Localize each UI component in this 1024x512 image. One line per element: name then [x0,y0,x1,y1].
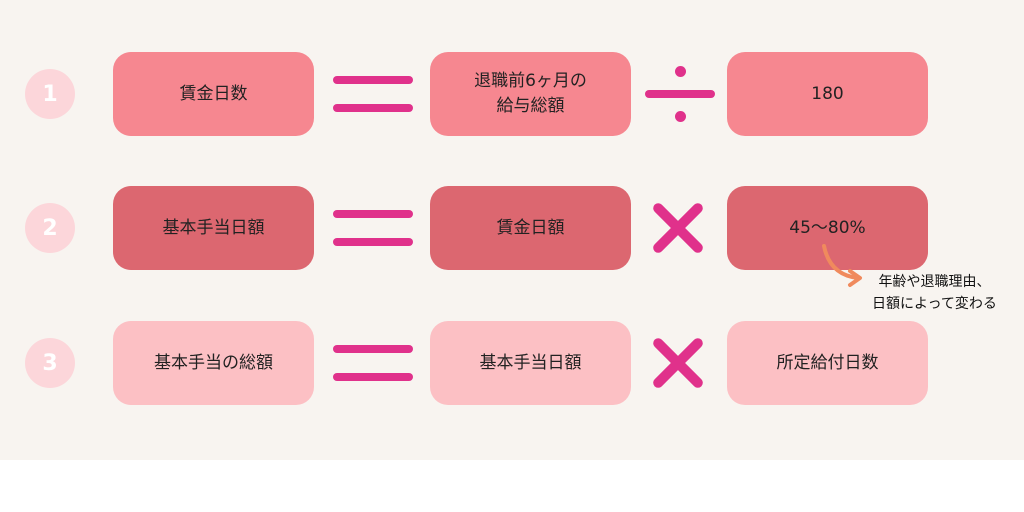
step-number-3: 3 [25,338,75,388]
equals-icon [333,76,413,112]
equals-icon [333,345,413,381]
divide-icon [645,58,715,128]
row2-left-box: 基本手当日額 [113,186,314,270]
row1-left-box: 賃金日数 [113,52,314,136]
multiply-icon [651,336,705,390]
step-number-2: 2 [25,203,75,253]
row2-rate-note: 年齢や退職理由、 日額によって変わる [872,274,997,312]
row2-middle-box: 賃金日額 [430,186,631,270]
curved-arrow-icon [822,244,862,287]
row1-right-box: 180 [727,52,928,136]
diagram-panel: 1 賃金日数 退職前6ヶ月の 給与総額 180 2 基本手当日額 賃金日額 45… [0,0,1024,460]
row3-left-box: 基本手当の総額 [113,321,314,405]
equals-icon [333,210,413,246]
step-number-1: 1 [25,69,75,119]
row3-middle-box: 基本手当日額 [430,321,631,405]
multiply-icon [651,201,705,255]
row3-right-box: 所定給付日数 [727,321,928,405]
row1-middle-box: 退職前6ヶ月の 給与総額 [430,52,631,136]
